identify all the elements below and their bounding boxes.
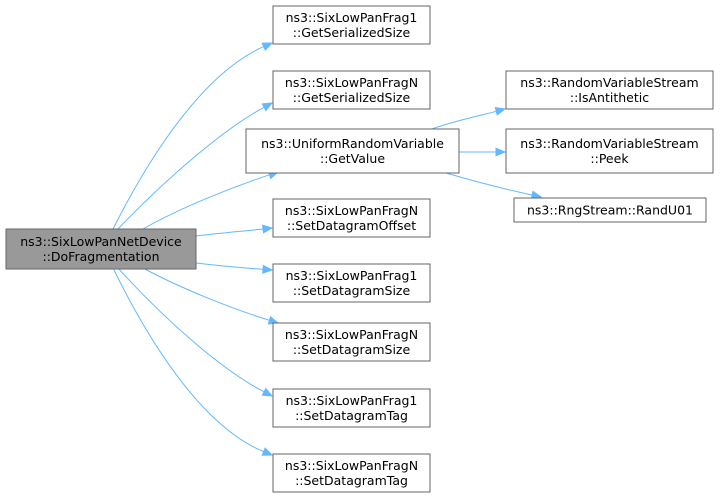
edge-root-to-fragN_dsize xyxy=(142,267,280,325)
node-label-line: ::SetDatagramSize xyxy=(293,283,411,298)
edge-uniform-to-randu01 xyxy=(445,172,543,200)
node-label-line: ns3::SixLowPanFrag1 xyxy=(286,393,418,408)
node-randu01[interactable]: ns3::RngStream::RandU01 xyxy=(513,197,707,223)
node-fragN-tag[interactable]: ns3::SixLowPanFragN::SetDatagramTag xyxy=(272,453,431,493)
arrowhead-icon xyxy=(495,147,507,157)
node-label-line: ns3::SixLowPanNetDevice xyxy=(20,234,182,249)
node-label-line: ns3::UniformRandomVariable xyxy=(261,136,444,151)
arrowhead-icon xyxy=(494,106,507,116)
node-label-line: ::SetDatagramTag xyxy=(295,408,408,423)
call-nodes: ns3::SixLowPanNetDevice::DoFragmentation… xyxy=(5,5,714,493)
node-box xyxy=(513,197,707,223)
arrowhead-icon xyxy=(261,102,274,112)
node-fragN-size[interactable]: ns3::SixLowPanFragN::GetSerializedSize xyxy=(272,70,431,110)
node-label-line: ::GetSerializedSize xyxy=(293,90,411,105)
arrowhead-icon xyxy=(261,447,274,456)
node-label-line: ::SetDatagramOffset xyxy=(287,218,416,233)
node-box xyxy=(272,453,431,493)
call-edges xyxy=(112,42,543,456)
node-antithetic[interactable]: ns3::RandomVariableStream::IsAntithetic xyxy=(505,70,714,110)
node-frag1-dsize[interactable]: ns3::SixLowPanFrag1::SetDatagramSize xyxy=(272,263,431,303)
node-box xyxy=(272,263,431,303)
arrowhead-icon xyxy=(262,264,274,274)
edge-root-to-frag1_tag xyxy=(117,267,274,397)
node-label-line: ns3::RngStream::RandU01 xyxy=(527,203,693,218)
node-root[interactable]: ns3::SixLowPanNetDevice::DoFragmentation xyxy=(5,228,197,270)
node-peek[interactable]: ns3::RandomVariableStream::Peek xyxy=(505,128,714,174)
node-label-line: ::DoFragmentation xyxy=(42,249,159,264)
edge-root-to-frag1_dsize xyxy=(195,262,274,274)
arrowhead-icon xyxy=(261,42,274,51)
node-label-line: ns3::SixLowPanFrag1 xyxy=(286,10,418,25)
node-label-line: ns3::SixLowPanFragN xyxy=(285,327,418,342)
node-label-line: ns3::RandomVariableStream xyxy=(520,75,698,90)
node-label-line: ns3::SixLowPanFragN xyxy=(285,75,418,90)
edge-root-to-fragN_size xyxy=(117,102,274,230)
node-box xyxy=(272,388,431,428)
node-box xyxy=(245,128,460,174)
node-label-line: ns3::SixLowPanFragN xyxy=(285,203,418,218)
node-uniform[interactable]: ns3::UniformRandomVariable::GetValue xyxy=(245,128,460,174)
node-box xyxy=(272,5,431,45)
node-label-line: ::IsAntithetic xyxy=(570,90,649,105)
edge-root-to-fragN_offset xyxy=(195,224,274,237)
node-frag1-tag[interactable]: ns3::SixLowPanFrag1::SetDatagramTag xyxy=(272,388,431,428)
arrowhead-icon xyxy=(262,224,274,234)
node-box xyxy=(272,70,431,110)
edge-root-to-uniform xyxy=(142,170,280,230)
node-fragN-offset[interactable]: ns3::SixLowPanFragN::SetDatagramOffset xyxy=(272,198,431,238)
node-box xyxy=(505,128,714,174)
node-box xyxy=(272,322,431,362)
node-frag1-size[interactable]: ns3::SixLowPanFrag1::GetSerializedSize xyxy=(272,5,431,45)
edge-uniform-to-antithetic xyxy=(431,106,507,130)
node-label-line: ::GetSerializedSize xyxy=(293,25,411,40)
node-label-line: ::SetDatagramTag xyxy=(295,473,408,488)
node-label-line: ns3::SixLowPanFragN xyxy=(285,458,418,473)
node-label-line: ::SetDatagramSize xyxy=(293,342,411,357)
node-box xyxy=(5,228,197,270)
edge-root-to-frag1_size xyxy=(112,42,274,230)
edge-root-to-fragN_tag xyxy=(112,267,274,456)
node-box xyxy=(505,70,714,110)
node-fragN-dsize[interactable]: ns3::SixLowPanFragN::SetDatagramSize xyxy=(272,322,431,362)
node-label-line: ::Peek xyxy=(590,151,629,166)
node-box xyxy=(272,198,431,238)
node-label-line: ns3::RandomVariableStream xyxy=(520,136,698,151)
arrowhead-icon xyxy=(261,387,274,397)
edge-uniform-to-peek xyxy=(458,147,507,157)
node-label-line: ::GetValue xyxy=(320,151,385,166)
node-label-line: ns3::SixLowPanFrag1 xyxy=(286,268,418,283)
